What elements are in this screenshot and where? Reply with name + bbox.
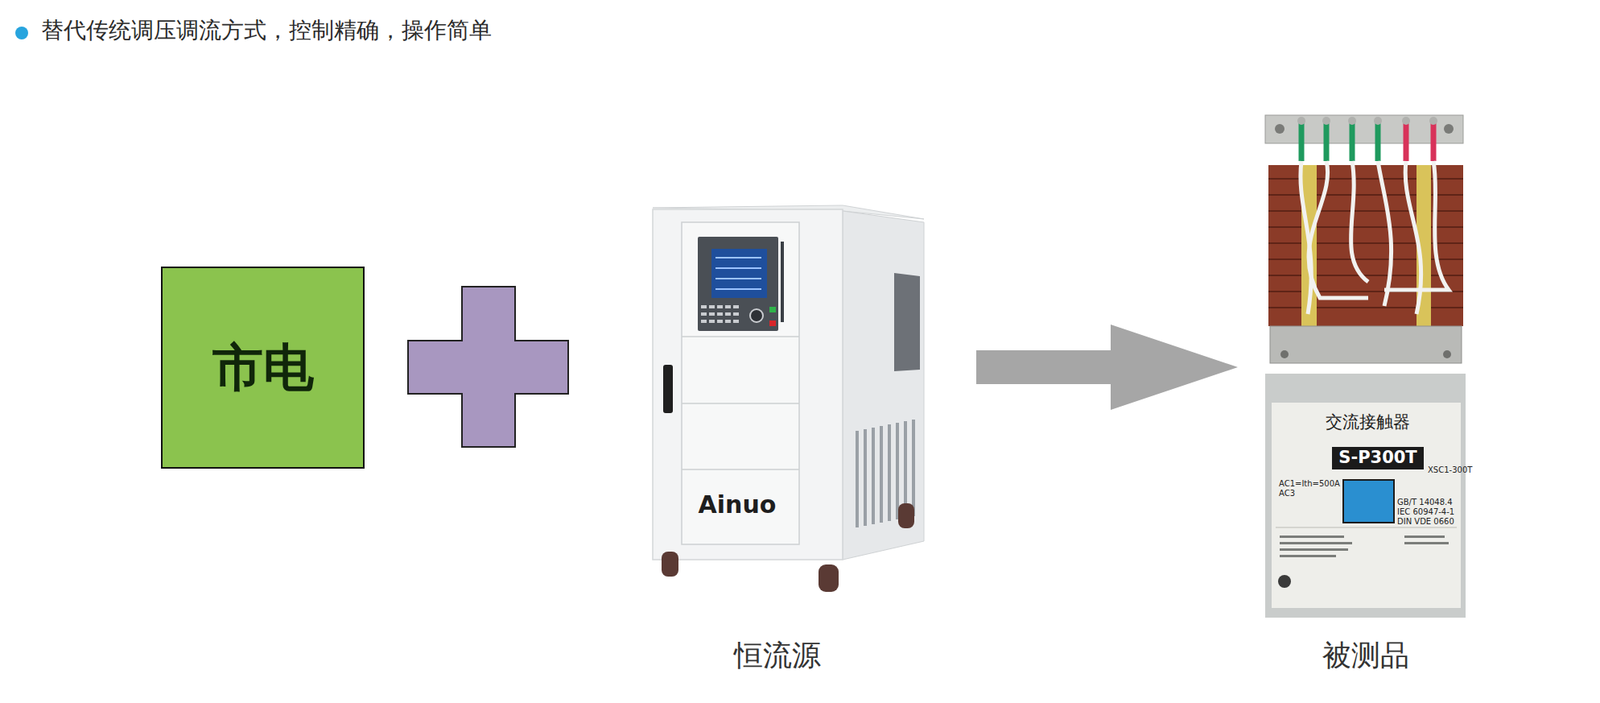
contactor-photo: [1265, 373, 1466, 618]
node-label: 市电: [212, 337, 314, 399]
bullet-dot: [15, 26, 29, 40]
node-label: 被测品: [1322, 637, 1410, 673]
rating-text: AC3: [1278, 488, 1295, 498]
standard-text: GB/T 14048.4: [1397, 497, 1453, 507]
transformer-photo: [1265, 115, 1464, 363]
device-node: 恒流源: [643, 204, 912, 676]
model-code: XSC1-300T: [1427, 465, 1473, 475]
page-title: 替代传统调压调流方式，控制精确，操作简单: [41, 15, 492, 46]
plus-symbol: [408, 286, 569, 447]
model-number: S-P300T: [1338, 448, 1417, 467]
source-box: 市电: [160, 266, 365, 469]
node-label: 恒流源: [734, 637, 821, 673]
product-label: 交流接触器: [1325, 412, 1411, 432]
block-arrow: [976, 324, 1238, 410]
brand-logo: Ainuo: [698, 490, 777, 518]
standard-text: IEC 60947-4-1: [1397, 507, 1455, 516]
test-object-node: 被测品: [1265, 115, 1466, 676]
standard-text: DIN VDE 0660: [1397, 516, 1455, 526]
cabinet-picture: [652, 205, 924, 592]
rating-text: AC1=Ith=500A: [1278, 478, 1341, 488]
